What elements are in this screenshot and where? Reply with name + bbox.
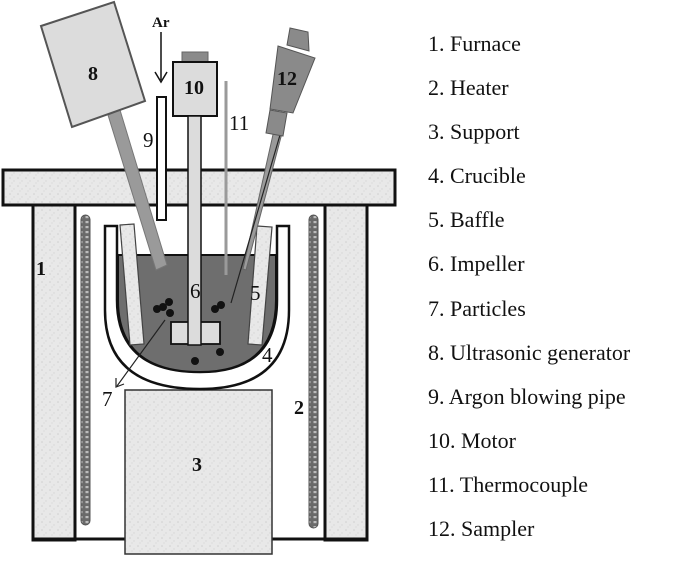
heater-left-element [80,214,91,526]
sampler-body [269,45,316,114]
sampler-needle [230,134,281,304]
ultrasonic-generator-box [39,0,147,129]
callout-baffle: 5 [250,281,261,305]
impeller-assembly [170,51,221,346]
support [124,389,273,555]
motor-cap [181,51,209,63]
legend-item-motor: 10. Motor [428,427,516,453]
legend-item-argon-blowing-pipe: 9. Argon blowing pipe [428,383,626,409]
argon-arrowhead-icon [154,71,168,84]
particle [165,298,173,306]
legend-item-crucible: 4. Crucible [428,163,526,189]
legend-item-impeller: 6. Impeller [428,251,525,277]
legend: 1. Furnace 2. Heater 3. Support 4. Cruci… [428,26,630,555]
baffle-right [247,225,273,346]
callout-support: 3 [192,454,202,476]
callout-heater: 2 [294,397,304,419]
argon-gas-label: Ar [152,15,170,31]
particles-leader-arrow [116,319,166,387]
ultrasonic-generator [39,0,168,271]
legend-item-thermocouple: 11. Thermocouple [428,471,589,497]
particles-arrowhead-icon [115,378,125,388]
legend-item-support: 3. Support [428,119,520,145]
particle [191,357,199,365]
particle [217,301,225,309]
heater-right-element [308,214,319,529]
heater [80,214,319,529]
particle [211,305,219,313]
sampler-cap [286,27,310,52]
baffle-left [119,223,145,346]
callout-crucible: 4 [262,343,273,367]
argon-pipe-body [156,96,167,221]
callout-ultrasonic-generator: 8 [88,63,98,85]
sampler-neck [265,109,288,137]
impeller-shaft [187,115,202,346]
sampler [230,27,316,304]
particle [159,303,167,311]
legend-item-baffle: 5. Baffle [428,207,505,233]
legend-item-ultrasonic-generator: 8. Ultrasonic generator [428,339,631,365]
motor [172,61,218,117]
legend-item-heater: 2. Heater [428,75,509,101]
furnace [31,203,369,542]
callout-particles: 7 [102,387,113,411]
callout-argon-pipe: 9 [143,128,154,152]
legend-item-furnace: 1. Furnace [428,31,521,56]
particles [115,298,225,388]
particle [216,348,224,356]
particle [166,309,174,317]
callout-thermocouple: 11 [229,111,249,135]
legend-item-sampler: 12. Sampler [428,516,535,542]
argon-blowing-pipe [154,32,168,221]
furnace-left-wall [31,203,77,542]
callout-motor: 10 [184,77,204,99]
callout-furnace: 1 [36,258,46,280]
legend-item-particles: 7. Particles [428,295,526,321]
callout-sampler: 12 [277,68,297,90]
furnace-right-wall [323,203,369,542]
callout-impeller: 6 [190,279,201,303]
